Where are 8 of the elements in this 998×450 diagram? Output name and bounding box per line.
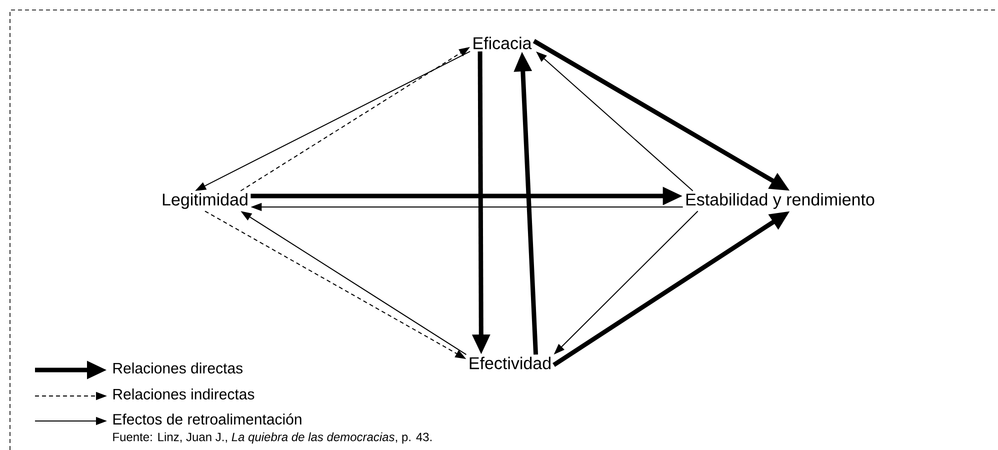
node-text: Estabilidad y rendimiento bbox=[686, 193, 874, 209]
node-text: Legitimidad bbox=[162, 193, 248, 209]
legend-text: Efectos de retroalimentación bbox=[113, 413, 302, 425]
source-note: Fuente: Linz, Juan J., La quiebra de las democracias, p. 43. bbox=[113, 432, 432, 444]
legend-text: Relaciones directas bbox=[113, 362, 242, 374]
node-text: Efectividad bbox=[470, 356, 550, 370]
legend-text: Relaciones indirectas bbox=[113, 388, 254, 400]
node-text: Eficacia bbox=[474, 36, 532, 50]
